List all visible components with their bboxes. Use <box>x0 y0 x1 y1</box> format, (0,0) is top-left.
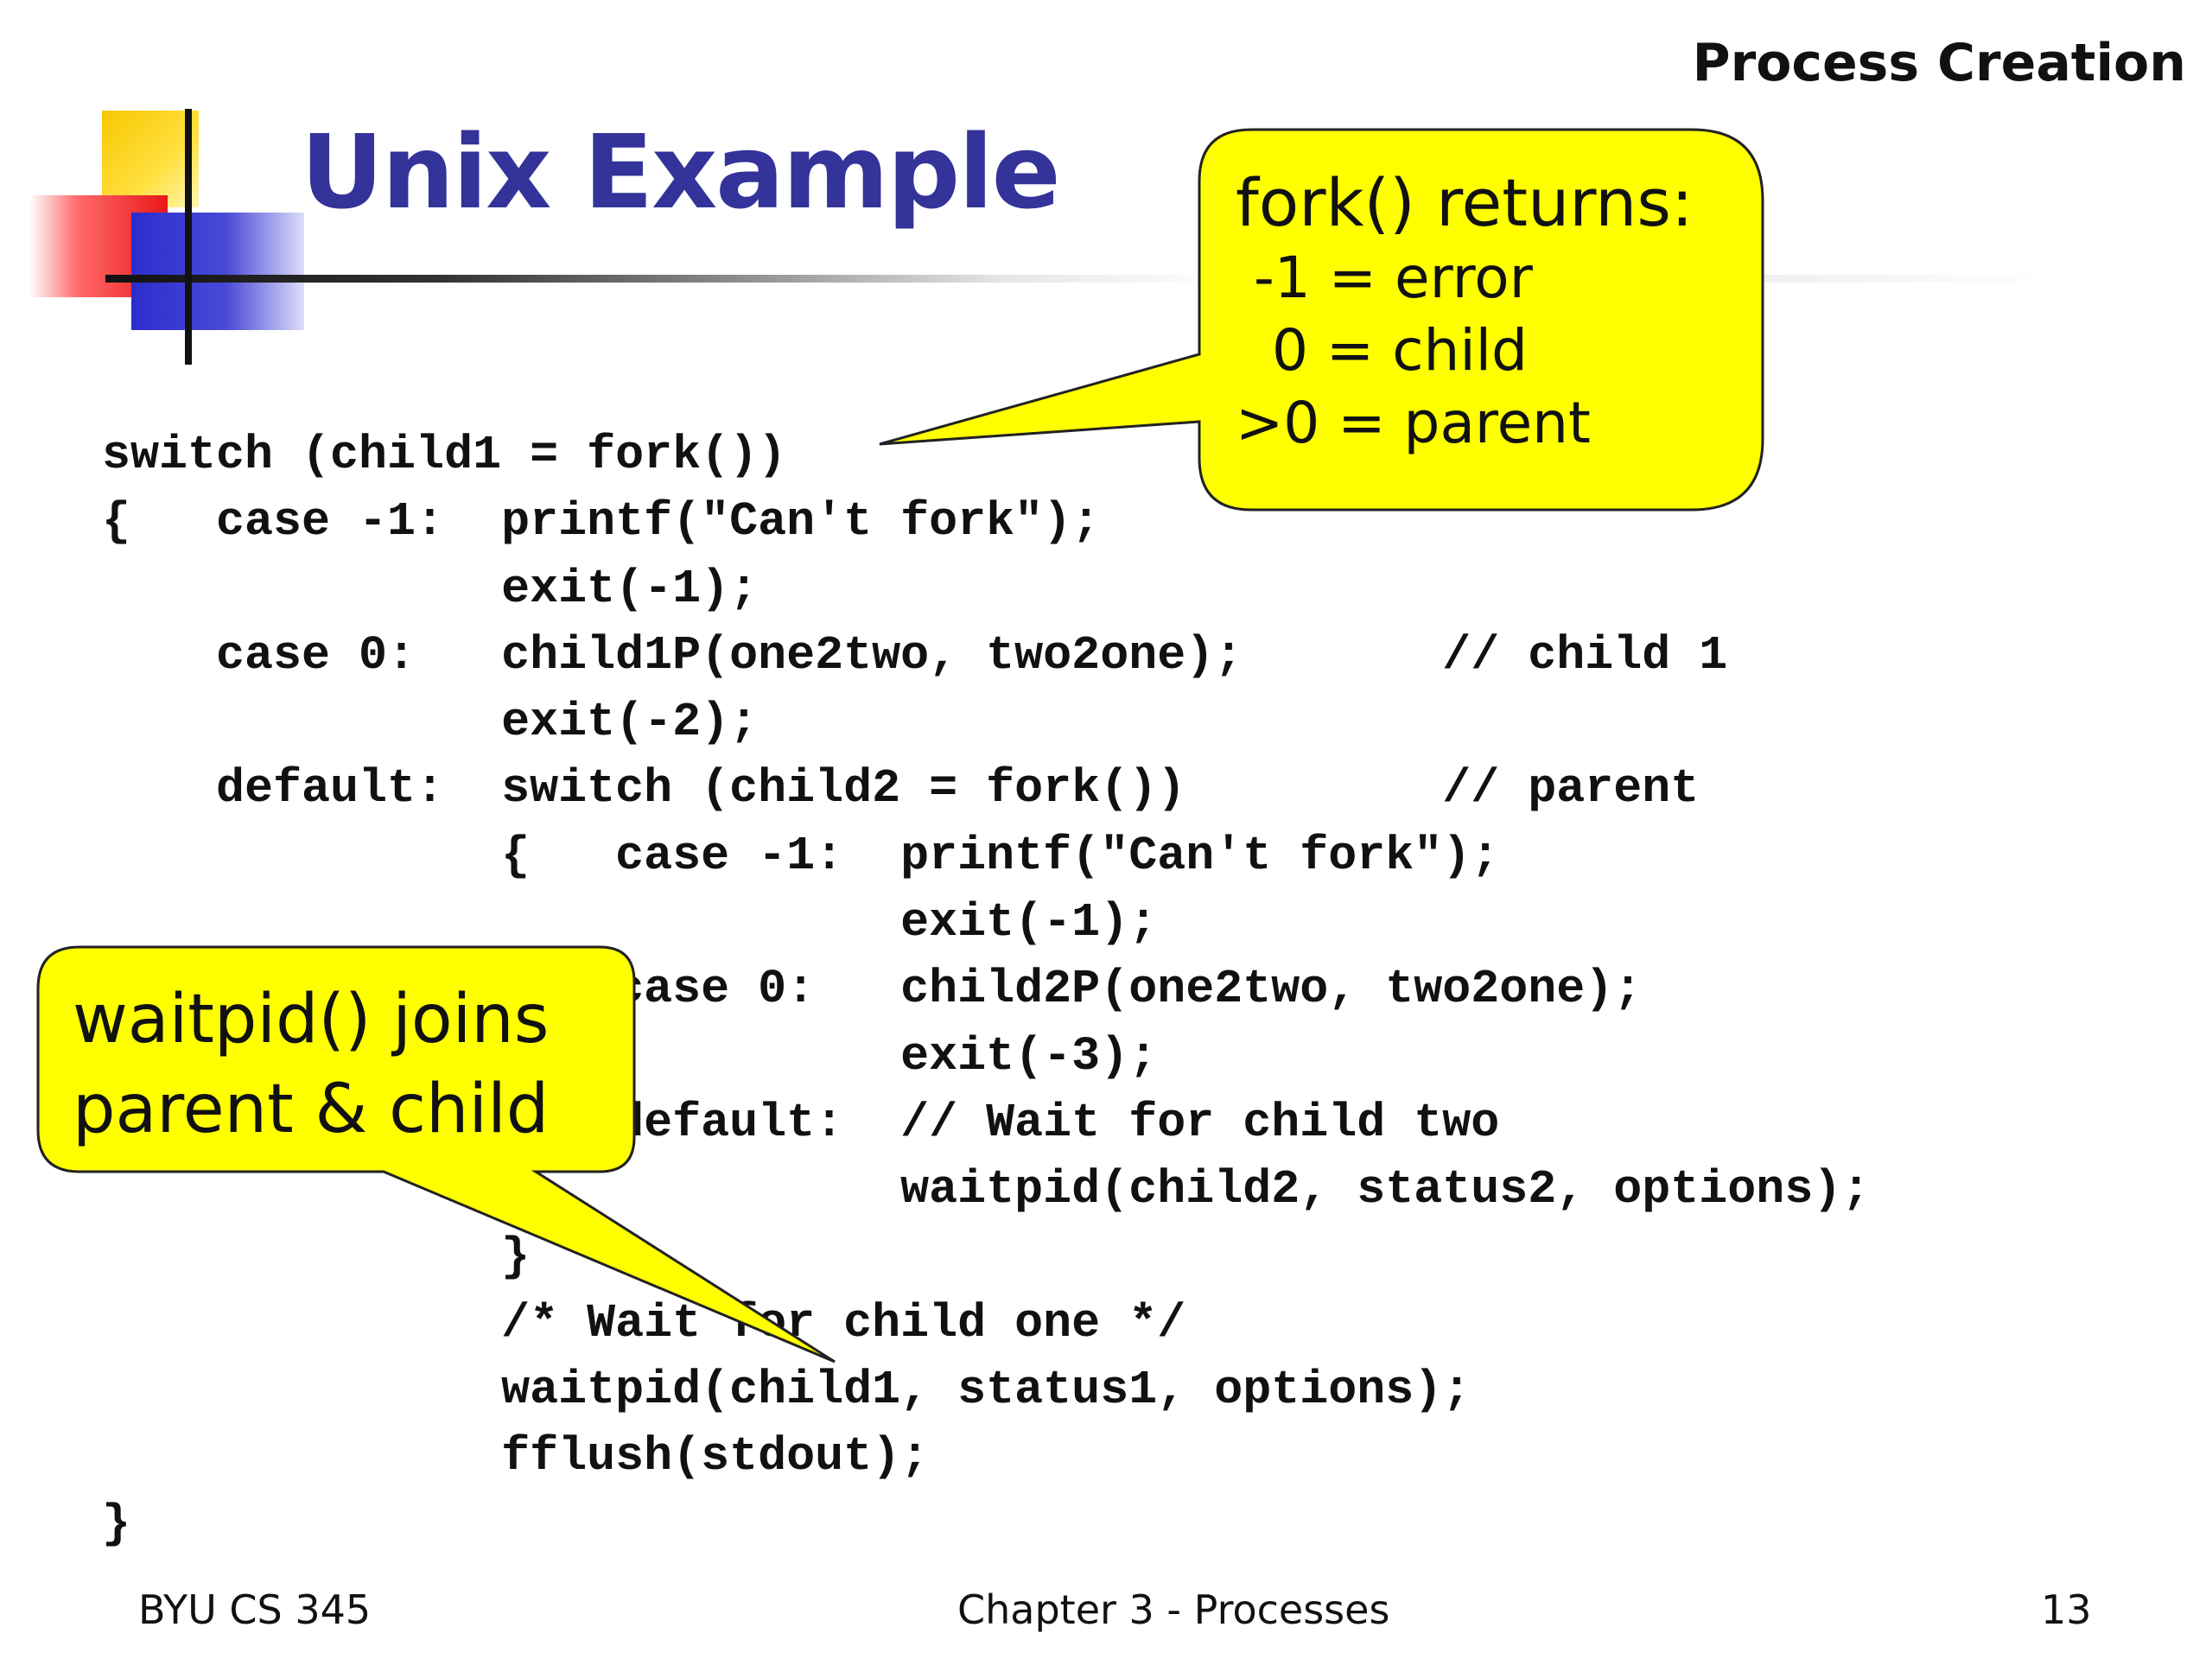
code-line: waitpid(child2, status2, options); <box>102 1162 1871 1217</box>
section-title: Process Creation <box>1692 33 2186 93</box>
code-line: exit(-1); <box>102 561 759 616</box>
fork-callout-heading: fork() returns: <box>1236 164 1694 241</box>
title-underline-fade <box>1599 275 2065 283</box>
fork-callout-text: fork() returns: -1 = error 0 = child >0 … <box>1236 164 1694 460</box>
waitpid-callout-bubble <box>36 945 836 1363</box>
fork-callout-bubble <box>879 128 1764 512</box>
logo-vertical-line <box>185 109 192 365</box>
footer-course: BYU CS 345 <box>138 1586 372 1633</box>
code-line: exit(-3); <box>900 1028 1158 1084</box>
footer-chapter: Chapter 3 - Processes <box>957 1586 1390 1633</box>
footer-page-number: 13 <box>2041 1586 2092 1633</box>
code-line: fflush(stdout); <box>102 1429 930 1484</box>
code-line: case 0: child1P(one2two, two2one); // ch… <box>102 627 1728 683</box>
code-line: exit(-2); <box>102 695 759 750</box>
code-line: switch (child1 = fork()) <box>102 428 787 482</box>
fork-callout-line: >0 = parent <box>1236 390 1591 456</box>
code-line: { case -1: printf("Can't fork"); <box>102 828 1500 883</box>
code-line: default: switch (child2 = fork()) // par… <box>102 761 1700 817</box>
waitpid-callout-line: waitpid() joins <box>73 981 550 1058</box>
fork-callout-line: -1 = error <box>1236 245 1533 311</box>
logo-blue-square <box>131 213 304 330</box>
code-line: } <box>102 1229 531 1284</box>
waitpid-callout-text: waitpid() joins parent & child <box>73 975 549 1154</box>
logo-yellow-square <box>102 111 199 207</box>
fork-callout-line: 0 = child <box>1236 317 1528 384</box>
code-listing: switch (child1 = fork()) { case -1: prin… <box>102 422 1870 1557</box>
code-line: default: // Wait for child two <box>102 1095 1500 1150</box>
code-line: waitpid(child1, status1, options); <box>102 1363 1471 1418</box>
logo-decoration <box>0 0 346 380</box>
waitpid-callout-line: parent & child <box>73 1071 550 1148</box>
slide-title: Unix Example <box>301 112 1061 232</box>
code-line: { case -1: printf("Can't fork"); <box>102 494 1101 550</box>
code-line: } <box>102 1496 131 1551</box>
code-line: exit(-1); <box>102 895 1158 950</box>
title-underline <box>105 275 1229 283</box>
